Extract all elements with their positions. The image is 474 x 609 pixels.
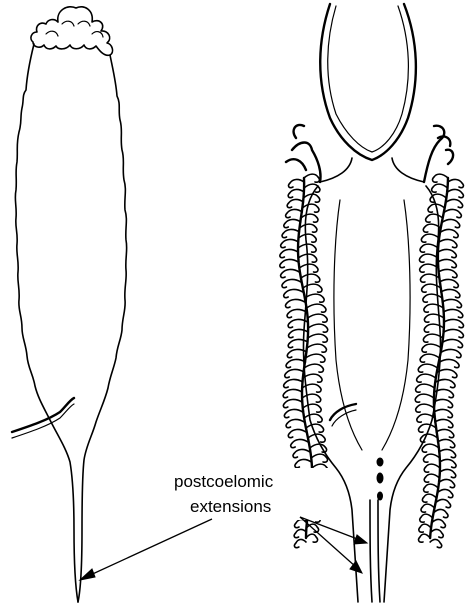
right-specimen-inner-tube <box>330 404 356 420</box>
right-specimen-tail <box>370 500 380 602</box>
left-specimen <box>12 7 127 602</box>
right-specimen-nodule-2 <box>377 473 383 483</box>
arrow-right-head-a <box>354 535 367 544</box>
left-specimen-head-inner-arcs <box>46 21 103 37</box>
label-line-2: extensions <box>190 497 271 516</box>
right-specimen-nodule-1 <box>377 458 383 466</box>
arrow-right-shaft-b <box>300 517 356 567</box>
right-specimen-right-branched-organs <box>415 174 463 548</box>
label-line-1: postcoelomic <box>174 472 274 491</box>
right-specimen-proboscis-inner <box>328 6 409 152</box>
right-specimen-nodule-3 <box>378 492 383 500</box>
right-specimen-gut <box>334 200 410 450</box>
arrow-left-head <box>80 569 95 580</box>
annotation: postcoelomic extensions <box>80 468 367 580</box>
left-specimen-body-left-edge <box>15 44 78 602</box>
right-specimen-neck <box>320 158 424 182</box>
arrow-left-shaft <box>86 519 212 577</box>
left-specimen-body-right-edge <box>78 55 127 602</box>
right-specimen-left-tuft <box>286 125 321 182</box>
right-specimen-proboscis-outer <box>320 4 416 160</box>
left-specimen-head-lobes <box>31 7 113 56</box>
arrow-right-shaft-a <box>300 517 360 540</box>
